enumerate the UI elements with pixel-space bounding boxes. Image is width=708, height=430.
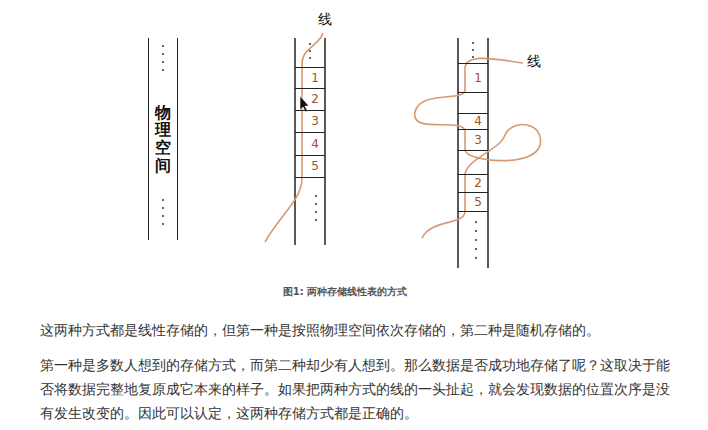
body-paragraph: 第一种是多数人想到的存储方式，而第二种却少有人想到。那么数据是否成功地存储了呢？…: [40, 353, 680, 425]
cell-number: 3: [474, 134, 482, 147]
cell-number: 5: [311, 160, 319, 173]
thread-line: [415, 58, 541, 238]
storage-cell: 5: [458, 192, 488, 212]
storage-cell: 5: [295, 155, 325, 178]
cell-number: 4: [474, 115, 482, 128]
memory-band: 物理空间: [148, 38, 178, 240]
strip-wall: [487, 38, 489, 268]
strip-wall: [324, 38, 326, 245]
storage-cell: 2: [295, 88, 325, 111]
storage-cell: 1: [295, 67, 325, 89]
cell-number: 2: [311, 93, 319, 106]
ellipsis-dots: [162, 42, 477, 259]
storage-cell: 1: [458, 63, 488, 93]
vertical-label: 物理空间: [155, 104, 171, 174]
cell-number: 2: [474, 177, 482, 190]
cell-number: 3: [311, 115, 319, 128]
cell-number: 4: [311, 138, 319, 151]
thread-label: 线: [318, 10, 332, 28]
storage-cell: 4: [295, 132, 325, 156]
body-paragraph: 这两种方式都是线性存储的，但第一种是按照物理空间依次存储的，第二种是随机存储的。: [40, 318, 680, 342]
thread-label: 线: [527, 52, 541, 70]
figure-caption: 图1: 两种存储线性表的方式: [245, 285, 445, 299]
storage-cell: 4: [458, 113, 488, 130]
cell-number: 1: [311, 72, 319, 85]
storage-cell: 3: [458, 129, 488, 151]
thread-line: [265, 33, 323, 242]
storage-cell: 3: [295, 110, 325, 133]
storage-cell: 2: [458, 174, 488, 193]
cell-number: 1: [474, 72, 482, 85]
cell-number: 5: [474, 196, 482, 209]
